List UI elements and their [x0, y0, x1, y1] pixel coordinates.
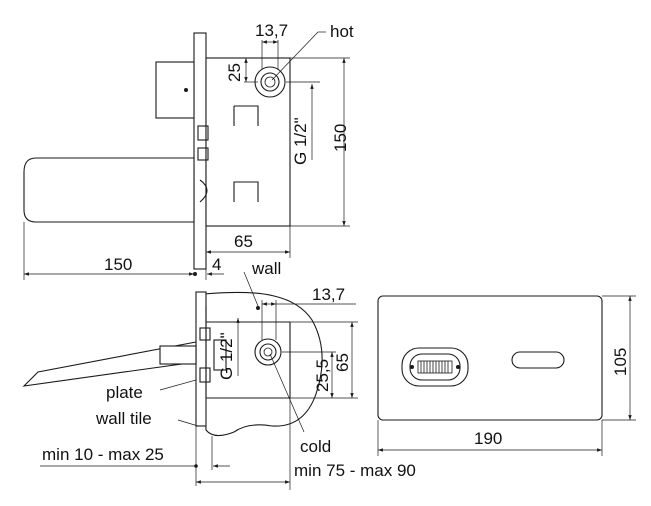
top-bracket-1 — [234, 105, 259, 126]
top-wall-plate — [193, 32, 207, 270]
dim-top-4: 4 — [212, 255, 221, 274]
label-wall: wall — [251, 259, 281, 278]
dim-side-min75-max90: min 75 - max 90 — [294, 461, 416, 480]
top-hot-inlet-inner — [264, 76, 276, 88]
top-fitting-3 — [199, 179, 208, 203]
side-cold-inlet-outer — [254, 338, 282, 366]
dim-top-25: 25 — [225, 63, 244, 82]
side-fitting-2 — [213, 339, 227, 371]
label-plate: plate — [106, 383, 143, 402]
label-wall-tile: wall tile — [95, 409, 152, 428]
front-aerator-lines — [420, 361, 449, 373]
hot-leader — [271, 31, 319, 81]
wall-leader — [243, 271, 259, 307]
top-spout — [23, 157, 195, 223]
dim-top-13-7: 13,7 — [255, 21, 288, 40]
side-view: wall 13,7 G 1/2" 25,5 65 cold plate wall… — [22, 259, 416, 490]
label-cold: cold — [300, 437, 331, 456]
front-aerator-grid — [417, 360, 453, 374]
top-handle-block — [155, 61, 195, 119]
dim-side-65: 65 — [333, 353, 352, 372]
top-hot-inlet-mid — [260, 72, 280, 92]
side-plate — [195, 291, 207, 427]
dim-side-g12: G 1/2" — [217, 332, 236, 380]
side-cold-inlet-inner — [263, 347, 273, 357]
side-fitting-1 — [199, 327, 211, 341]
front-spout-outlet-outer — [401, 347, 469, 387]
dim-side-min10-max25: min 10 - max 25 — [42, 445, 164, 464]
dim-front-190: 190 — [474, 429, 502, 448]
top-body-box — [205, 57, 291, 227]
plate-leader — [159, 379, 197, 391]
dim-top-g12: G 1/2" — [291, 117, 310, 165]
front-handle-slot — [511, 351, 565, 369]
dim-front-105: 105 — [611, 348, 630, 376]
side-fitting-3 — [199, 367, 211, 383]
label-hot: hot — [330, 22, 354, 41]
top-view: 13,7 hot 25 150 G 1/2" 65 150 4 — [23, 21, 354, 280]
side-spout-holder — [159, 345, 197, 365]
cold-leader — [269, 353, 305, 433]
dim-side-25-5: 25,5 — [313, 359, 332, 392]
front-plate — [377, 295, 603, 421]
dim-side-13-7: 13,7 — [312, 285, 345, 304]
wall-tile-leader — [177, 419, 199, 427]
top-handle-dot — [184, 88, 188, 92]
top-fitting-1 — [197, 125, 209, 141]
dim-top-spout-150: 150 — [104, 255, 132, 274]
top-bracket-2 — [233, 181, 259, 202]
front-view: 105 190 — [377, 295, 636, 456]
dim-top-65: 65 — [234, 232, 253, 251]
side-cold-inlet-mid — [259, 343, 277, 361]
dim-top-150: 150 — [331, 124, 350, 152]
side-wall-outline — [203, 291, 323, 437]
top-fitting-2 — [197, 147, 209, 161]
